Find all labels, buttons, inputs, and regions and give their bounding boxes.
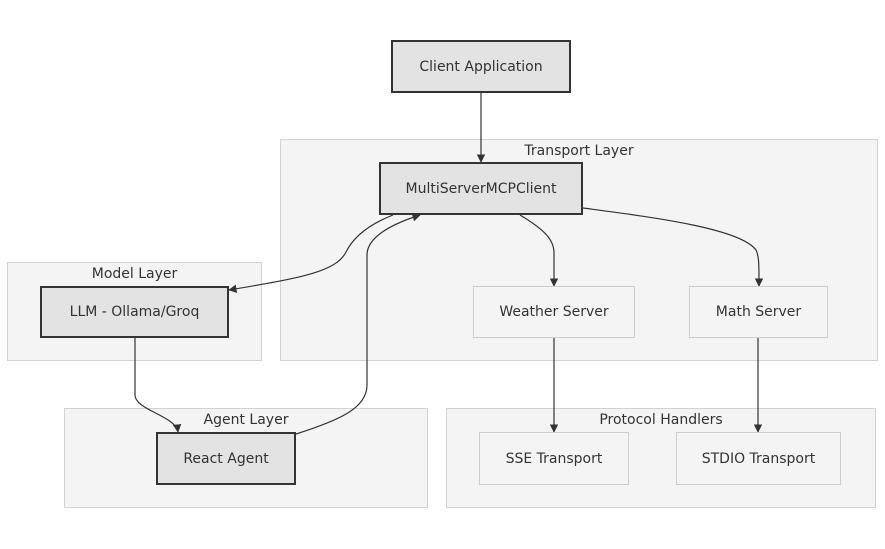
multi-server-mcp-client-node[interactable]: MultiServerMCPClient [379,162,583,215]
node-label: Client Application [419,58,543,75]
node-label: LLM - Ollama/Groq [69,304,200,320]
client-application-node[interactable]: Client Application [391,40,571,93]
node-label: React Agent [183,450,269,467]
node-label: STDIO Transport [701,450,816,467]
weather-server-node[interactable]: Weather Server [473,286,635,338]
cluster-title: Protocol Handlers [599,412,723,428]
react-agent-node[interactable]: React Agent [156,432,296,485]
math-server-node[interactable]: Math Server [689,286,828,338]
stdio-transport-node[interactable]: STDIO Transport [676,432,841,485]
cluster-title: Model Layer [91,266,178,282]
node-label: Weather Server [499,304,609,320]
cluster-title: Agent Layer [203,412,289,428]
node-label: SSE Transport [505,450,603,467]
cluster-title: Transport Layer [524,143,634,159]
node-label: MultiServerMCPClient [405,180,557,197]
sse-transport-node[interactable]: SSE Transport [479,432,629,485]
node-label: Math Server [715,304,802,320]
llm-node[interactable]: LLM - Ollama/Groq [40,286,229,338]
